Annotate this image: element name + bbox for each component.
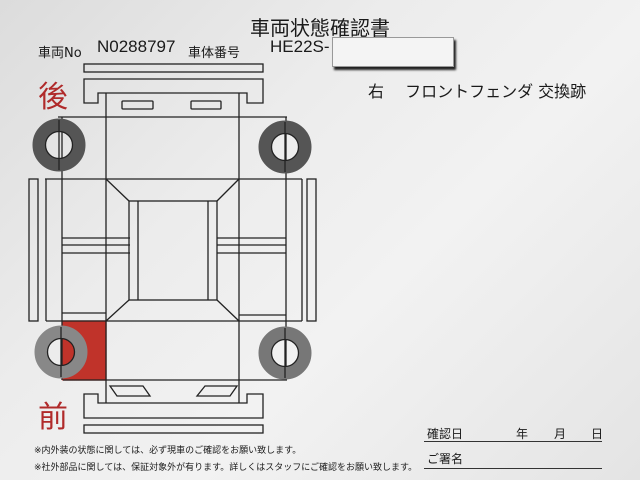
chassis-no-value: HE22S- bbox=[270, 37, 330, 56]
rear-bumper bbox=[83, 78, 264, 104]
confirm-date-label: 確認日 bbox=[427, 427, 464, 441]
vehicle-no-label: 車両No bbox=[38, 46, 82, 61]
day-label: 日 bbox=[591, 427, 604, 441]
front-bumper bbox=[83, 393, 264, 419]
damage-note: 右 フロントフェンダ 交換跡 bbox=[368, 82, 587, 101]
date-underline bbox=[424, 441, 602, 442]
year-label: 年 bbox=[516, 427, 529, 441]
front-bumper-strip bbox=[83, 424, 264, 434]
rear-lamp-left bbox=[121, 100, 154, 110]
rear-lamp-right bbox=[190, 100, 222, 110]
headlamp-left bbox=[108, 385, 152, 397]
left-side-sill bbox=[28, 178, 39, 322]
signature-underline bbox=[424, 468, 602, 469]
wheel-front-right bbox=[258, 326, 312, 380]
front-label: 前 bbox=[38, 400, 68, 435]
wheel-front-left bbox=[34, 325, 88, 379]
note-line-2: ※社外部品に関しては、保証対象外が有ります。詳しくはスタッフにご確認をお願い致し… bbox=[34, 463, 418, 473]
rear-label: 後 bbox=[38, 80, 68, 115]
right-side-sill bbox=[306, 178, 317, 322]
redaction-sticker bbox=[332, 37, 454, 67]
signature-label: ご署名 bbox=[427, 452, 464, 466]
month-label: 月 bbox=[554, 427, 567, 441]
rear-bumper-strip bbox=[83, 63, 264, 73]
note-line-1: ※内外装の状態に関しては、必ず現車のご確認をお願い致します。 bbox=[34, 446, 302, 456]
headlamp-right bbox=[195, 385, 239, 397]
vehicle-no-value: N0288797 bbox=[97, 37, 176, 56]
chassis-no-label: 車体番号 bbox=[188, 46, 241, 61]
roof bbox=[128, 200, 218, 301]
wheel-rear-right bbox=[258, 120, 312, 174]
document-title: 車両状態確認書 bbox=[250, 16, 390, 40]
wheel-rear-left bbox=[32, 118, 86, 172]
